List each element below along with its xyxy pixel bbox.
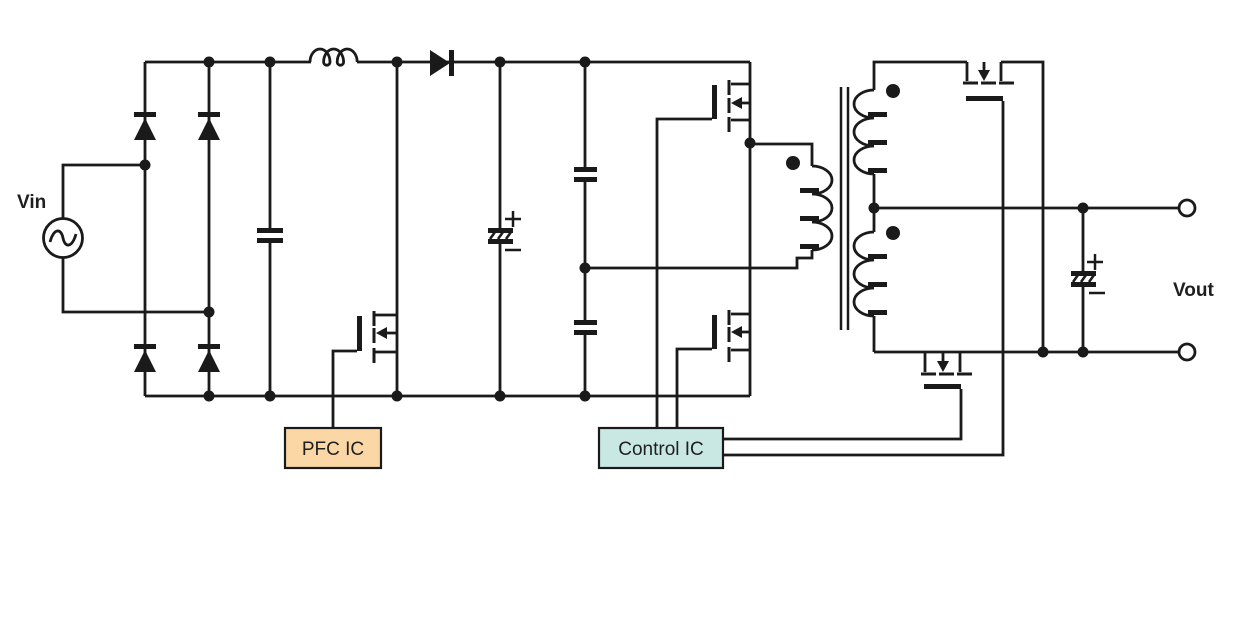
hb-high-gate xyxy=(712,85,717,119)
junction-dots xyxy=(139,56,1089,402)
bridge-diode-top-left xyxy=(134,112,156,140)
boost-inductor xyxy=(308,47,359,67)
wire-rails xyxy=(143,60,752,398)
vout-label: Vout xyxy=(1173,280,1214,301)
bridge-diode-bottom-left xyxy=(134,344,156,372)
pfc-mosfet xyxy=(357,311,397,363)
control-ic-rect xyxy=(597,426,725,470)
transformer xyxy=(786,84,900,330)
pfc-ic-box: PFC IC xyxy=(283,426,383,470)
pfc-mosfet-arrow-icon xyxy=(376,327,387,339)
hb-high-arrow-icon xyxy=(731,97,742,109)
sine-wave-icon xyxy=(48,229,78,247)
pfc-ic-rect xyxy=(283,426,383,470)
vout-positive-terminal xyxy=(1177,198,1197,218)
secondary-bottom-phase-dot xyxy=(886,226,900,240)
sync-top-stubs xyxy=(965,62,1003,81)
wire-ac-input xyxy=(61,163,209,314)
wire-primary-loop xyxy=(585,142,814,270)
transformer-core xyxy=(839,87,850,330)
sync-bottom-stubs xyxy=(923,352,962,372)
vout-negative-terminal xyxy=(1177,342,1197,362)
bulk-capacitor-hatch xyxy=(488,231,513,240)
hb-low-arrow-icon xyxy=(731,326,742,338)
divider-capacitor-lower xyxy=(574,320,597,335)
bulk-capacitor xyxy=(488,211,521,252)
bridge-diode-bottom-right xyxy=(198,344,220,372)
sync-bottom-gate xyxy=(924,384,961,389)
secondary-winding-bottom xyxy=(852,230,875,318)
half-bridge-mosfet-high xyxy=(712,80,750,132)
plus-icon xyxy=(1087,254,1103,270)
pfc-mosfet-gate xyxy=(357,316,362,351)
hb-low-gate xyxy=(712,315,717,349)
output-capacitor-hatch xyxy=(1071,274,1096,283)
sync-top-arrow-icon xyxy=(978,70,990,81)
plus-icon xyxy=(505,211,521,227)
bridge-diode-top-right xyxy=(198,112,220,140)
filter-capacitor xyxy=(257,228,283,243)
primary-winding xyxy=(811,164,834,252)
vin-label: Vin xyxy=(17,192,46,213)
primary-phase-dot xyxy=(786,156,800,170)
wire-gate-controls xyxy=(331,101,1005,457)
ac-source-circle xyxy=(42,217,84,259)
sync-bottom-arrow-icon xyxy=(937,361,949,372)
divider-capacitor-upper xyxy=(574,167,597,182)
pfc-ic-label: PFC IC xyxy=(302,439,364,460)
sync-rect-mosfet-top xyxy=(963,62,1014,101)
boost-diode xyxy=(430,50,454,76)
sync-top-gate xyxy=(966,96,1003,101)
bridge-rectifier xyxy=(134,112,220,372)
half-bridge-mosfet-low xyxy=(712,310,750,362)
wire-columns xyxy=(268,62,587,396)
control-ic-label: Control IC xyxy=(618,439,704,460)
control-ic-box: Control IC xyxy=(597,426,725,470)
secondary-top-phase-dot xyxy=(886,84,900,98)
sync-rect-mosfet-bottom xyxy=(921,352,972,389)
output-capacitor xyxy=(1071,254,1105,295)
ac-source xyxy=(42,217,84,259)
secondary-winding-top xyxy=(852,88,875,176)
